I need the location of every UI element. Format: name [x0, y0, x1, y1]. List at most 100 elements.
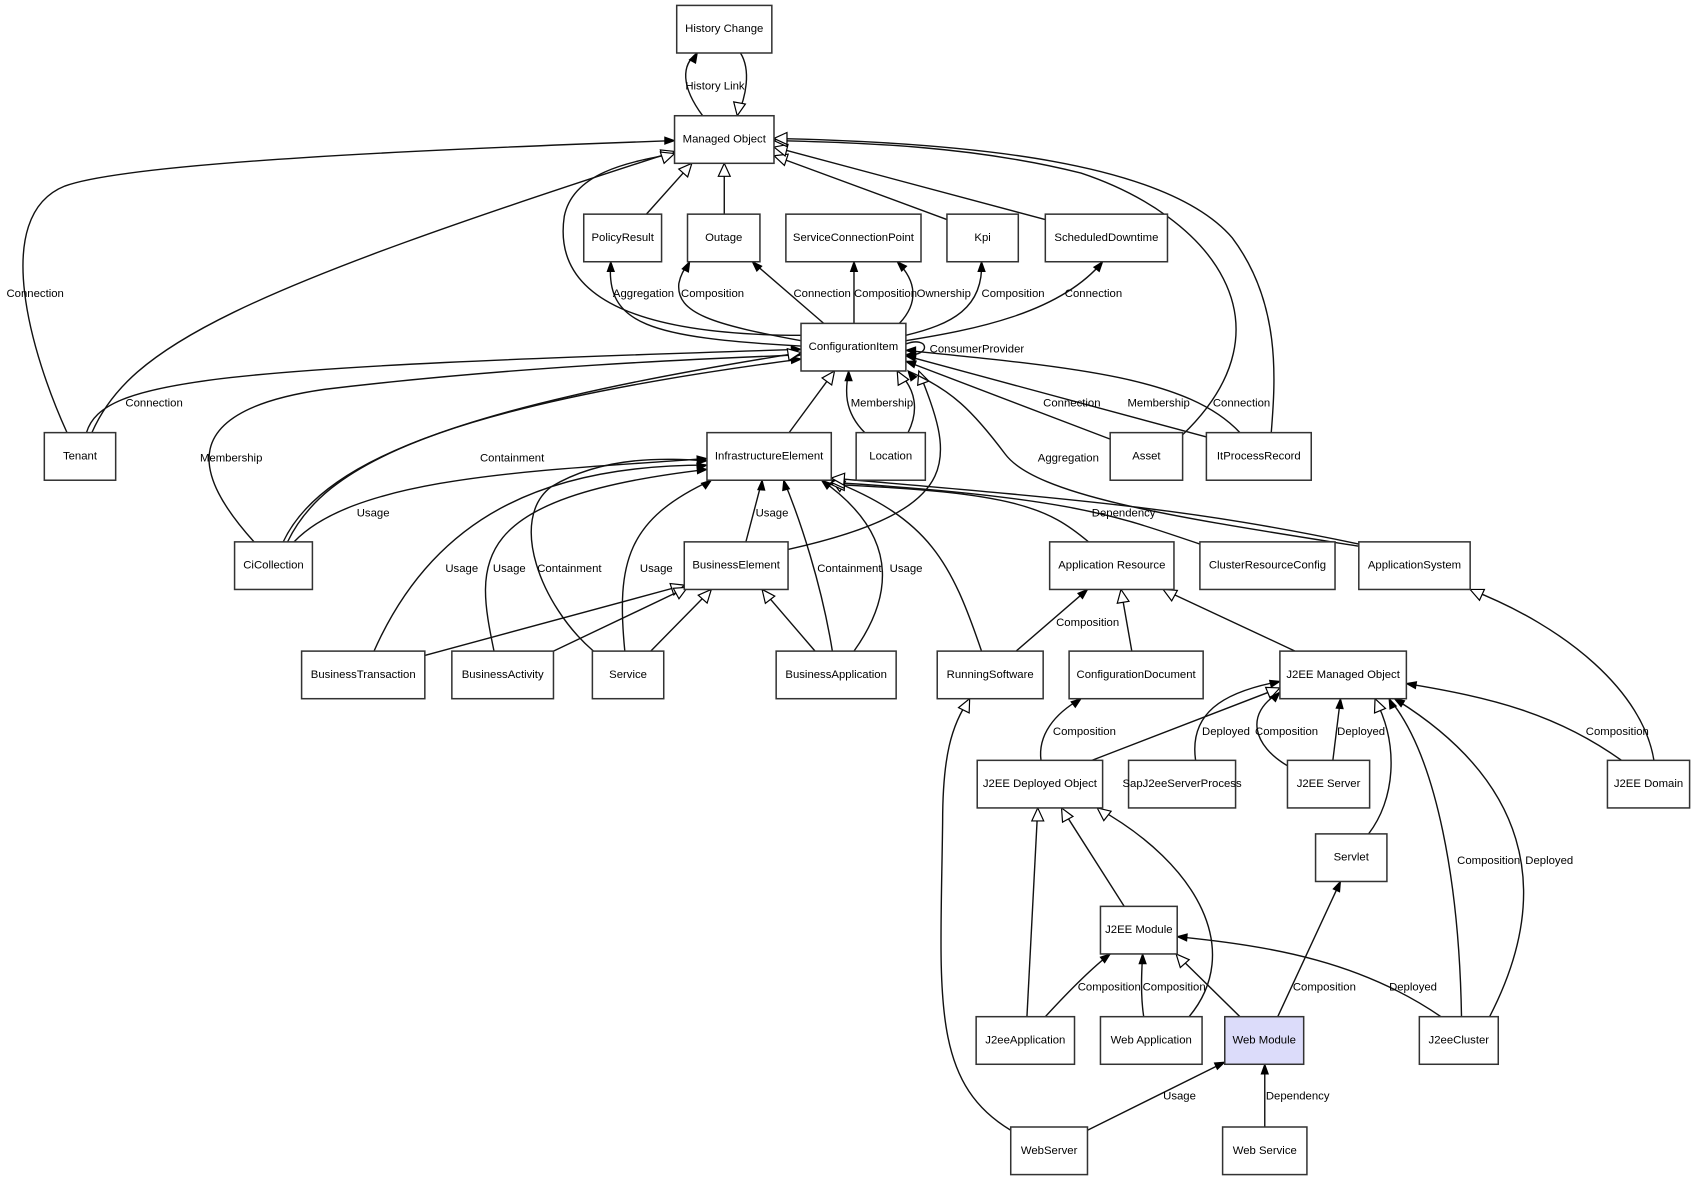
edge-line	[1060, 807, 1125, 907]
edge-service-to-infrastructure_element	[530, 456, 709, 652]
node-label: ScheduledDowntime	[1054, 232, 1158, 244]
association-arrowhead-icon	[849, 260, 859, 273]
node-label: BusinessTransaction	[311, 669, 416, 681]
edge-label: Connection	[1213, 397, 1270, 409]
edge-configuration_item-to-outage	[678, 260, 802, 342]
association-arrowhead-icon	[904, 346, 917, 355]
edge-business_transaction-to-business_element	[424, 582, 686, 657]
node-managed-object[interactable]: Managed Object	[673, 114, 775, 165]
edge-label: Dependency	[1266, 1091, 1330, 1103]
edge-label: Composition	[1078, 981, 1141, 993]
node-tenant[interactable]: Tenant	[43, 431, 117, 481]
node-policy-result[interactable]: PolicyResult	[582, 213, 663, 263]
association-arrowhead-icon	[696, 456, 709, 465]
edge-application_system-to-configuration_item	[907, 369, 1359, 547]
edge-line	[650, 588, 712, 652]
node-business-element[interactable]: BusinessElement	[683, 541, 789, 591]
node-servlet[interactable]: Servlet	[1314, 833, 1388, 883]
node-location[interactable]: Location	[855, 431, 927, 481]
node-it-process-record[interactable]: ItProcessRecord	[1205, 431, 1313, 481]
edge-web_application-to-j2ee_deployed_object	[1096, 807, 1214, 1018]
node-j2ee-domain[interactable]: J2EE Domain	[1606, 759, 1691, 809]
node-label: ConfigurationItem	[809, 341, 899, 353]
edge-line	[905, 349, 1241, 434]
edge-service-to-business_element	[650, 588, 713, 652]
node-box	[1068, 650, 1204, 700]
node-j2ee-managed-object[interactable]: J2EE Managed Object	[1279, 650, 1408, 700]
node-cluster-resource-config[interactable]: ClusterResourceConfig	[1199, 541, 1336, 591]
node-j2ee-server[interactable]: J2EE Server	[1286, 759, 1371, 809]
node-label: ConfigurationDocument	[1077, 669, 1197, 681]
node-business-application[interactable]: BusinessApplication	[775, 650, 897, 700]
node-label: ClusterResourceConfig	[1209, 560, 1326, 572]
node-box	[785, 213, 922, 263]
edge-managed_object-to-history_change	[685, 51, 704, 117]
node-web-application[interactable]: Web Application	[1099, 1015, 1203, 1066]
inheritance-arrowhead-icon	[772, 153, 790, 167]
node-kpi[interactable]: Kpi	[946, 213, 1020, 263]
edge-label: Membership	[1127, 397, 1189, 409]
node-application-system[interactable]: ApplicationSystem	[1358, 541, 1471, 591]
edge-j2ee_module-to-j2ee_deployed_object	[1060, 806, 1125, 907]
node-business-activity[interactable]: BusinessActivity	[451, 650, 555, 700]
edge-configuration_item-to-scheduled_downtime	[905, 260, 1104, 342]
node-service-connection-point[interactable]: ServiceConnectionPoint	[785, 213, 922, 263]
edge-line	[831, 477, 1359, 545]
edge-line	[831, 479, 983, 652]
node-configuration-document[interactable]: ConfigurationDocument	[1068, 650, 1204, 700]
node-label: J2EE Domain	[1614, 778, 1683, 790]
edge-line	[553, 586, 688, 652]
inheritance-arrowhead-icon	[772, 131, 788, 146]
node-label: J2EE Server	[1297, 778, 1361, 790]
node-web-server[interactable]: WebServer	[1009, 1126, 1089, 1176]
node-box	[775, 650, 897, 700]
node-outage[interactable]: Outage	[686, 213, 761, 263]
node-scheduled-downtime[interactable]: ScheduledDowntime	[1044, 213, 1169, 263]
edge-label: Deployed	[1525, 855, 1573, 867]
edge-web_service-to-web_module	[1260, 1062, 1269, 1128]
inheritance-arrowhead-icon	[761, 588, 776, 605]
node-ci-collection[interactable]: CiCollection	[233, 541, 314, 591]
node-infrastructure-element[interactable]: InfrastructureElement	[706, 431, 833, 481]
node-history-change[interactable]: History Change	[675, 4, 773, 54]
edge-line	[1367, 698, 1392, 835]
edge-it_process_record-to-managed_object	[772, 131, 1275, 433]
node-j2ee-cluster[interactable]: J2eeCluster	[1418, 1015, 1500, 1066]
node-label: ServiceConnectionPoint	[793, 232, 915, 244]
node-j2ee-module[interactable]: J2EE Module	[1099, 905, 1178, 955]
association-arrowhead-icon	[844, 369, 853, 382]
node-configuration-item[interactable]: ConfigurationItem	[800, 322, 907, 372]
edge-line	[905, 261, 983, 336]
edge-line	[940, 698, 1012, 1131]
node-application-resource[interactable]: Application Resource	[1048, 541, 1175, 591]
node-service[interactable]: Service	[591, 650, 665, 700]
node-business-transaction[interactable]: BusinessTransaction	[300, 650, 426, 700]
edge-configuration_item-to-service_connection_point	[896, 260, 914, 324]
node-label: Kpi	[974, 232, 990, 244]
node-box	[451, 650, 555, 700]
node-label: Managed Object	[683, 134, 767, 146]
edge-configuration_document-to-application_resource	[1116, 588, 1133, 652]
edge-line	[907, 370, 1359, 547]
edge-outage-to-managed_object	[717, 161, 732, 215]
edge-business_activity-to-infrastructure_element	[484, 466, 709, 652]
edge-history_change-to-managed_object	[732, 52, 748, 118]
node-asset[interactable]: Asset	[1109, 431, 1184, 481]
node-running-software[interactable]: RunningSoftware	[936, 650, 1044, 700]
edge-label: Usage	[357, 508, 390, 520]
node-label: Web Module	[1232, 1034, 1295, 1046]
edge-line	[530, 458, 708, 652]
node-j2ee-application[interactable]: J2eeApplication	[975, 1015, 1076, 1066]
association-arrowhead-icon	[1070, 697, 1083, 709]
node-label: Service	[609, 669, 647, 681]
node-web-module[interactable]: Web Module	[1224, 1015, 1305, 1066]
node-sap-j2ee-server-process[interactable]: SapJ2eeServerProcess	[1122, 759, 1242, 809]
node-label: PolicyResult	[591, 232, 654, 244]
node-j2ee-deployed-object[interactable]: J2EE Deployed Object	[976, 759, 1104, 809]
edge-line	[831, 483, 1090, 543]
node-label: SapJ2eeServerProcess	[1122, 778, 1241, 790]
node-web-service[interactable]: Web Service	[1221, 1126, 1308, 1176]
edge-label: Deployed	[1389, 981, 1437, 993]
node-box	[1205, 431, 1313, 481]
